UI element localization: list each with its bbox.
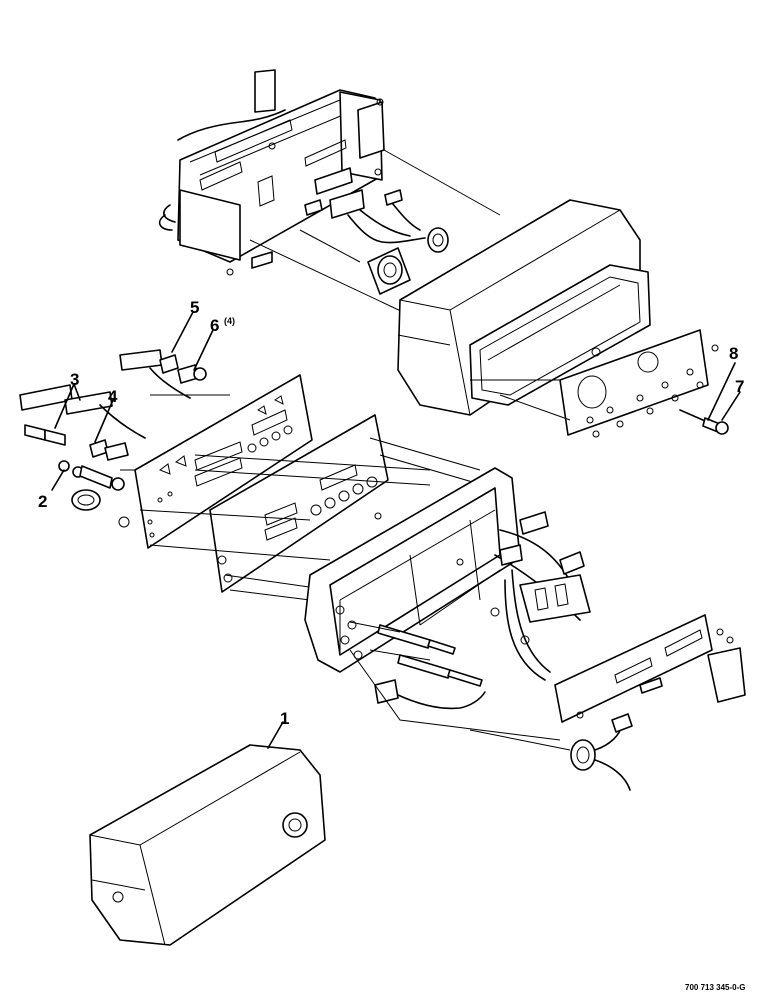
left-small-parts xyxy=(19,349,230,528)
callout-8: 8 xyxy=(729,344,738,363)
callout-4: 4 xyxy=(108,387,118,406)
callout-6-quantity: (4) xyxy=(224,316,235,326)
rear-housing xyxy=(397,199,709,436)
beeper-assembly xyxy=(469,713,633,791)
callout-7: 7 xyxy=(735,377,744,396)
leader-lines xyxy=(51,311,741,749)
front-panel-board xyxy=(209,414,389,593)
drawing-number: 700 713 345-0-G xyxy=(685,983,746,992)
bezel-screws xyxy=(586,344,729,438)
callout-6: 6 xyxy=(210,316,219,335)
top-cover xyxy=(89,744,326,946)
callout-1: 1 xyxy=(280,709,289,728)
upper-circuit-board-assembly xyxy=(158,69,501,321)
main-chassis xyxy=(304,467,591,681)
callout-5: 5 xyxy=(190,298,199,317)
mounting-rods xyxy=(139,437,501,606)
front-panel-overlay xyxy=(134,374,313,549)
callout-3: 3 xyxy=(70,370,79,389)
callout-labels: 1 2 3 4 5 6 (4) 7 8 xyxy=(38,298,744,728)
display-board xyxy=(554,614,746,723)
front-switches xyxy=(349,621,561,741)
callout-2: 2 xyxy=(38,492,47,511)
